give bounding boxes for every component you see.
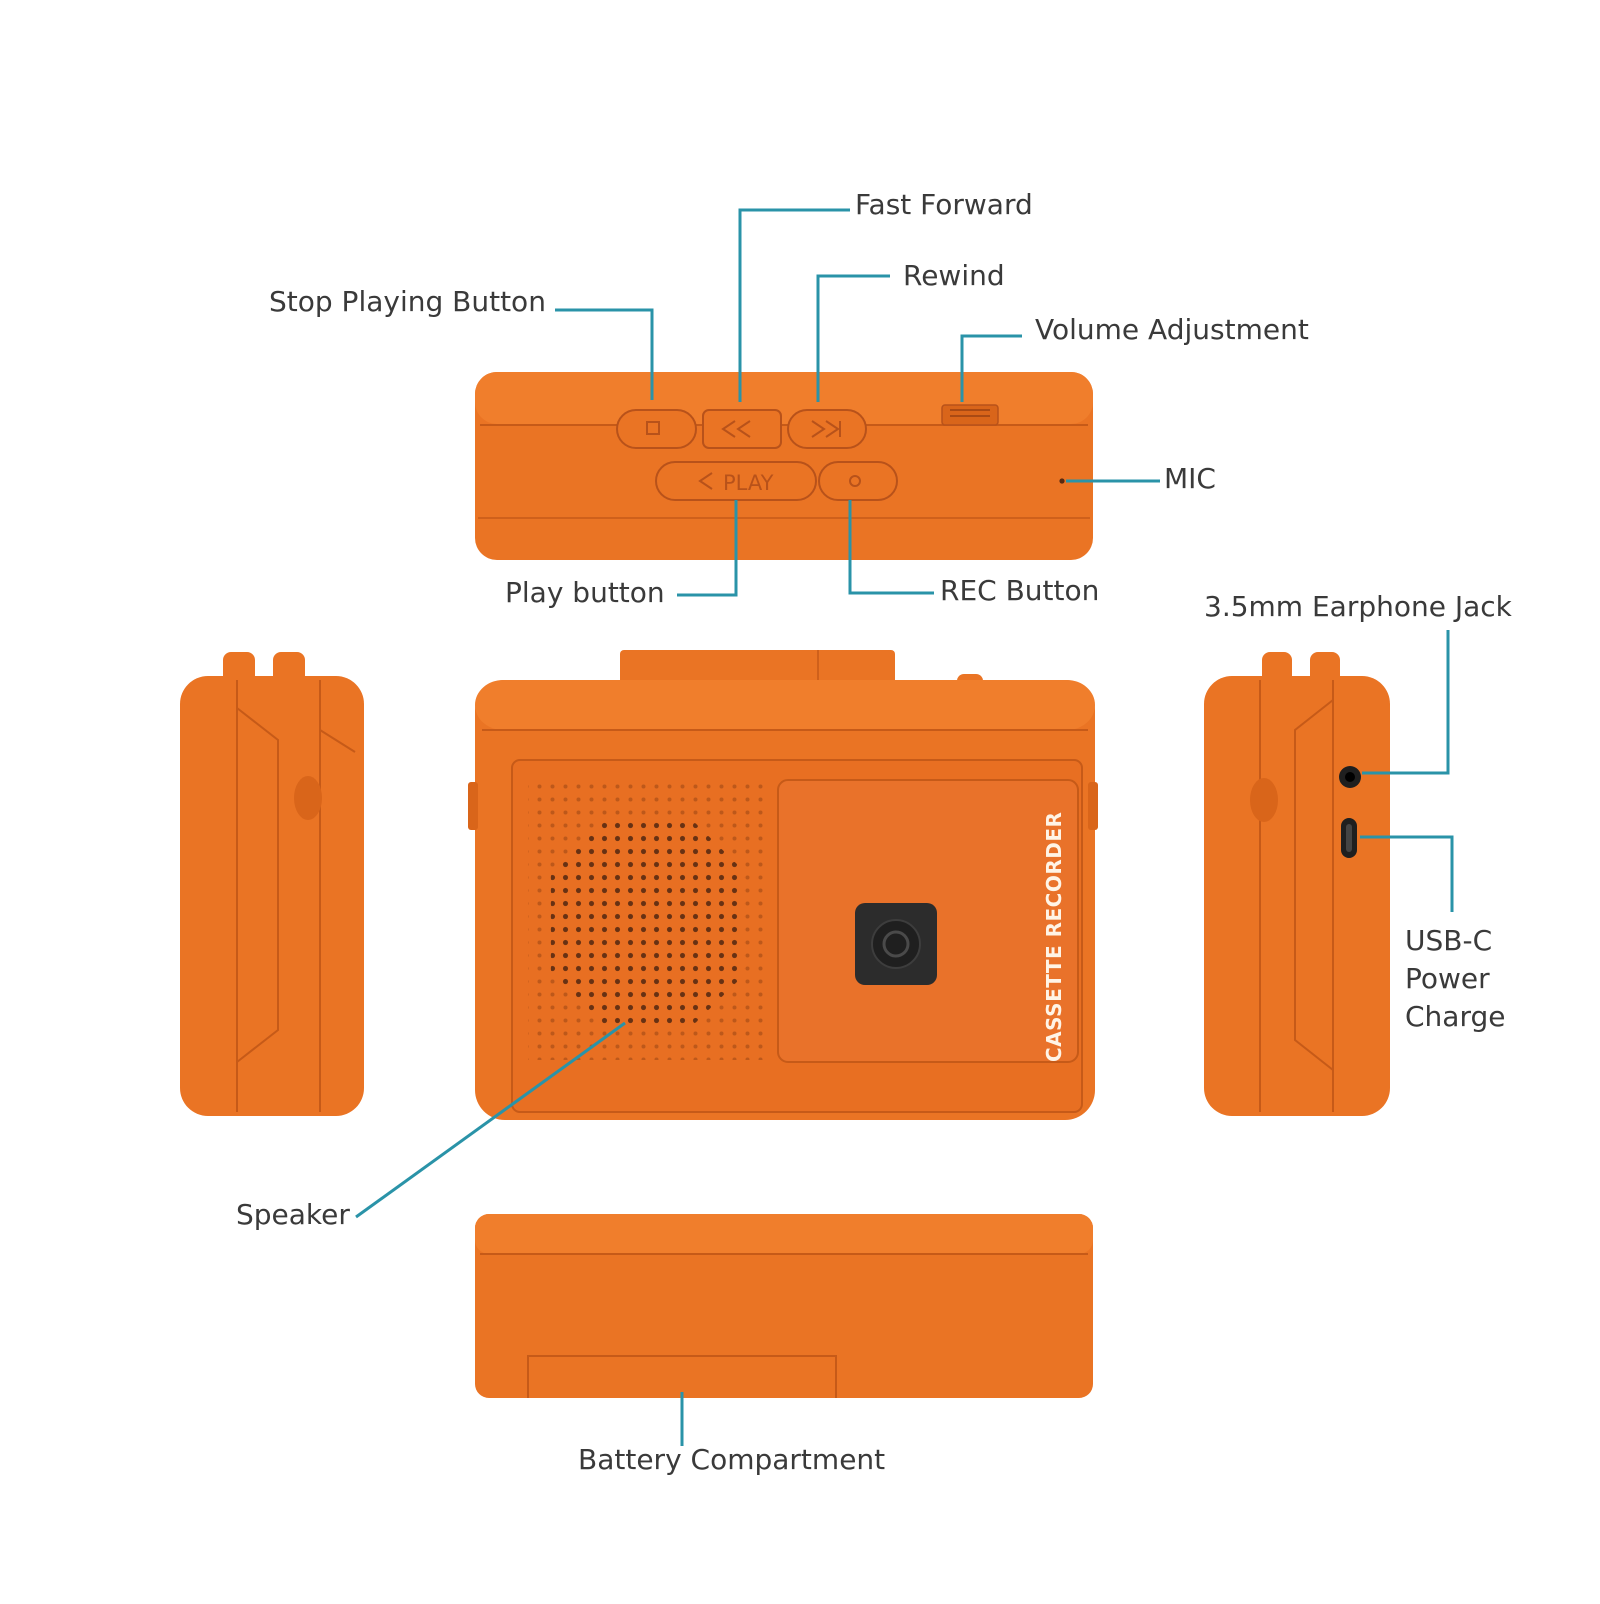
label-play-button: Play button [505,576,665,609]
label-usb-c: USB-C Power Charge [1405,924,1506,1033]
leader-rewind [816,274,890,402]
leader-volume [960,334,1022,402]
leader-stop [555,308,654,400]
label-stop-playing: Stop Playing Button [269,285,546,318]
record-dot-icon [849,475,861,487]
leader-fast-forward [738,208,850,402]
rewind-button [787,409,867,449]
speaker-grille [528,780,766,1060]
play-button: PLAY [655,461,817,501]
device-brand-text: CASSETTE RECORDER [1042,812,1066,1062]
label-earphone-jack: 3.5mm Earphone Jack [1204,590,1512,623]
leader-play [677,500,738,597]
mic-hole [1059,478,1065,484]
label-rec-button: REC Button [940,574,1100,607]
label-volume: Volume Adjustment [1035,313,1309,346]
stop-icon [646,421,660,435]
bottom-view-device [475,1214,1093,1398]
play-chevron-icon [698,472,713,490]
leader-speaker [355,1021,626,1219]
fast-forward-button [702,409,782,449]
right-side-device [1204,652,1390,1116]
leader-rec [848,500,934,595]
volume-wheel [941,404,999,426]
stop-button [616,409,697,449]
label-rewind: Rewind [903,259,1005,292]
cassette-door: CASSETTE RECORDER [777,779,1079,1063]
play-button-text: PLAY [723,471,774,495]
double-chevron-icon [721,420,751,438]
battery-door [527,1355,837,1398]
label-speaker: Speaker [236,1198,350,1231]
rec-button [818,461,898,501]
front-view-device: CASSETTE RECORDER [468,650,1098,1120]
label-fast-forward: Fast Forward [855,188,1033,221]
label-battery: Battery Compartment [578,1443,886,1476]
leader-lines [355,208,1454,1446]
leader-usb-c [1360,835,1454,912]
skip-icon [811,420,841,438]
top-view-device: PLAY [475,372,1093,560]
leader-earphone [1362,630,1450,775]
label-mic: MIC [1164,462,1216,495]
left-side-device [180,652,364,1116]
